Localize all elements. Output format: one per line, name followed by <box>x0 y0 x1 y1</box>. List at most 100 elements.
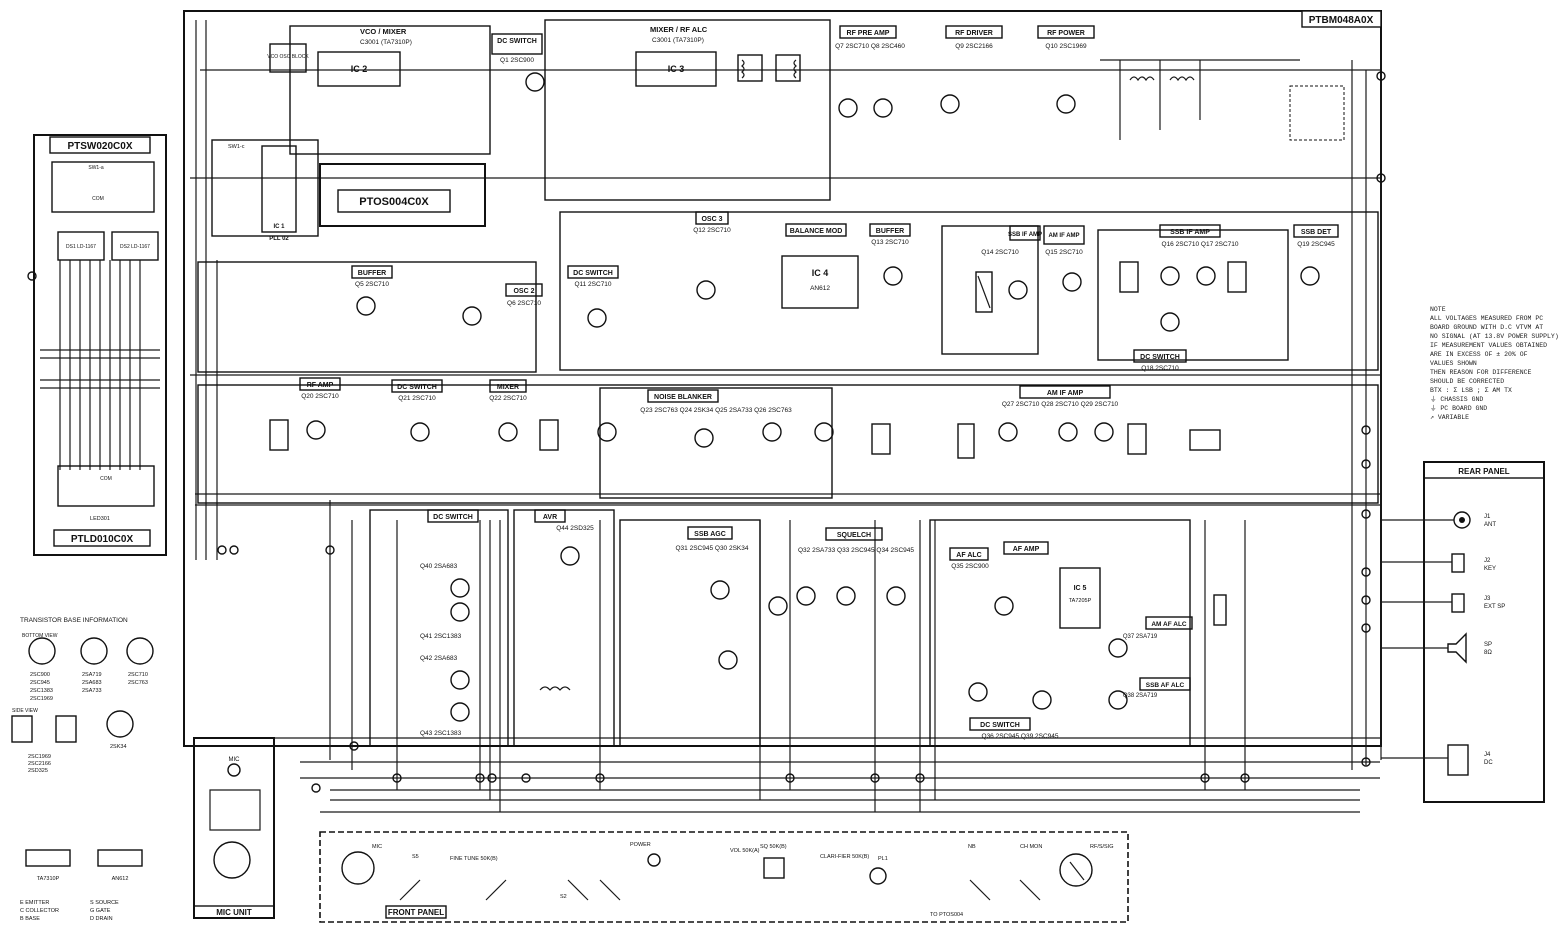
ssb-if-amp-2-block <box>1097 229 1289 361</box>
to92-pinout-icon <box>28 637 56 665</box>
dc-switch-1-sub: Q1 2SC900 <box>500 57 534 64</box>
edge-connector <box>521 773 531 783</box>
ribbon-wires <box>59 260 141 470</box>
q5-transistor <box>356 296 376 316</box>
nb-label: NB <box>968 844 976 850</box>
dc-switch-4-sub: Q21 2SC710 <box>398 395 436 402</box>
ssb-if-amp-2-title: SSB IF AMP <box>1170 229 1210 236</box>
am-if-amp-1-sub: Q15 2SC710 <box>1045 249 1083 256</box>
am-if-amp-1-title-box <box>1043 225 1085 245</box>
am-af-alc-title-box <box>1145 616 1193 630</box>
am-af-alc-title: AM AF ALC <box>1151 621 1187 628</box>
edge-connector <box>1361 459 1371 469</box>
pinout-group1: 2SC900 <box>30 672 50 678</box>
vco-osc-block <box>269 43 307 73</box>
q41-transistor <box>450 602 470 622</box>
noise-blanker-block <box>599 387 833 499</box>
rf-driver-sub: Q9 2SC2166 <box>955 43 993 50</box>
j4-id: J4 <box>1484 752 1491 758</box>
mixer-rf-alc-title: MIXER / RF ALC <box>650 25 708 34</box>
output-filter-wires <box>1100 59 1300 140</box>
q6-transistor <box>462 306 482 326</box>
q20-transistor <box>306 420 326 440</box>
pinout-group1: 2SC1969 <box>30 696 53 702</box>
j3-id: J3 <box>1484 596 1491 602</box>
power-switch-icon[interactable] <box>647 853 661 867</box>
balance-mod-title-box <box>785 223 847 237</box>
q42-label: Q42 2SA683 <box>420 655 458 662</box>
pinout-group3: 2SC763 <box>128 680 148 686</box>
antenna-jack-center <box>1459 517 1465 523</box>
ext-sp-jack-icon[interactable] <box>1451 593 1465 613</box>
ic5-type: TA7205P <box>1069 598 1092 604</box>
front-panel-label-box <box>385 905 447 919</box>
pinout-group1: 2SC1383 <box>30 688 53 694</box>
pinout-group2: 2SA719 <box>82 672 102 678</box>
t16-transformer <box>1213 594 1227 626</box>
dc-jack-icon[interactable] <box>1447 744 1469 776</box>
edge-connector <box>915 773 925 783</box>
pll-board <box>319 163 486 227</box>
t4-transformer <box>737 54 763 82</box>
edge-connector <box>475 773 485 783</box>
vol-sq-knob[interactable] <box>763 857 785 879</box>
edge-connector <box>1376 173 1386 183</box>
pinout-group4: 2SC1969 <box>28 754 51 760</box>
meter-label: RF/S/SIG <box>1090 844 1114 850</box>
ssb-af-alc-title-box <box>1139 677 1191 691</box>
q32-transistor <box>718 650 738 670</box>
mic-unit-label-box <box>193 905 275 919</box>
crystal-filter-mark <box>977 275 991 309</box>
sw1-switch <box>51 161 155 213</box>
ic1-label: IC 1 <box>273 224 285 230</box>
q24-transistor <box>694 428 714 448</box>
osc2-sub: Q6 2SC710 <box>507 300 541 307</box>
rf-amp-title: RF AMP <box>307 382 334 389</box>
q33-transistor <box>796 586 816 606</box>
to92-pinout-icon <box>126 637 154 665</box>
legend-item: D DRAIN <box>90 916 113 922</box>
ds2-label: DS2 LD-1167 <box>120 244 150 250</box>
t14-transformer <box>1127 423 1147 455</box>
mixer-title-box <box>489 379 527 393</box>
edge-connector <box>1361 595 1371 605</box>
rear-panel-wiring <box>1381 519 1454 759</box>
j1-id: J1 <box>1484 514 1491 520</box>
vco-mixer-block <box>289 25 491 155</box>
an612-label: AN612 <box>112 876 129 882</box>
q30-transistor <box>768 596 788 616</box>
edge-connector <box>392 773 402 783</box>
avr-title-box <box>534 509 566 523</box>
dc-switch-5-title-box <box>427 509 479 523</box>
rf-power-title-box <box>1037 25 1095 39</box>
mic-jack-icon[interactable] <box>341 851 375 885</box>
an612-pinout-icon <box>97 849 143 867</box>
key-jack-icon[interactable] <box>1451 553 1465 573</box>
dc-switch-3-title: DC SWITCH <box>1140 354 1180 361</box>
rf-pre-amp-title-box <box>839 25 897 39</box>
vco-mixer-title: VCO / MIXER <box>360 27 407 36</box>
mic-label: MIC <box>229 757 241 763</box>
q11-transistor <box>587 308 607 328</box>
avr-title: AVR <box>543 514 557 521</box>
ssb-if-amp-2-sub: Q16 2SC710 Q17 2SC710 <box>1162 241 1239 248</box>
q9-transistor <box>940 94 960 114</box>
j4-label: DC <box>1484 760 1493 766</box>
ic4-chip <box>781 255 859 309</box>
q42-transistor <box>450 670 470 690</box>
sp-label: 8Ω <box>1484 650 1492 656</box>
q19-transistor <box>1300 266 1320 286</box>
ic1-type: PLL 02 <box>269 236 289 242</box>
transistor-pinouts <box>11 637 154 743</box>
edge-connector <box>325 545 335 555</box>
to220-pinout-icon <box>11 715 33 743</box>
switch-led-board <box>33 134 167 556</box>
osc2-title: OSC 2 <box>513 288 534 295</box>
led-com-block <box>57 465 155 507</box>
note-line: VALUES SHOWN <box>1430 360 1477 367</box>
q39-transistor <box>1032 690 1052 710</box>
rear-panel-label-box <box>1423 461 1545 479</box>
rf-pre-amp-sub: Q7 2SC710 Q8 2SC460 <box>835 43 905 50</box>
balance-mod-title: BALANCE MOD <box>790 228 843 235</box>
t12-transformer <box>1227 261 1247 293</box>
